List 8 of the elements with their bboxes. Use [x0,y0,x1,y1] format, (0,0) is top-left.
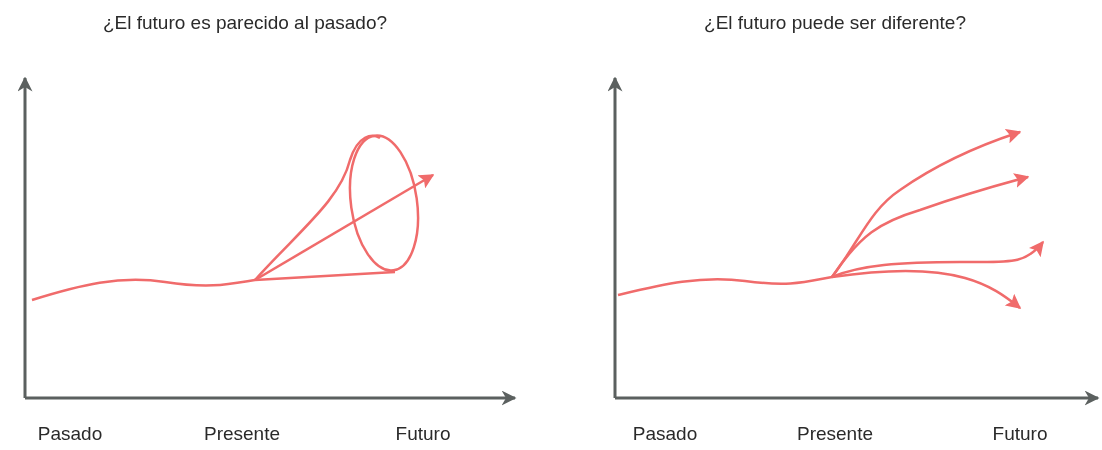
panel-heading: ¿El futuro puede ser diferente? [704,12,966,34]
axis-label: Presente [204,423,280,445]
axis-label: Futuro [992,423,1048,445]
axis-label: Pasado [37,423,103,445]
axis-label: Futuro [395,423,451,445]
panel-heading: ¿El futuro es parecido al pasado? [102,12,388,34]
axis-label: Presente [797,423,873,445]
axis-label: Pasado [632,423,698,445]
